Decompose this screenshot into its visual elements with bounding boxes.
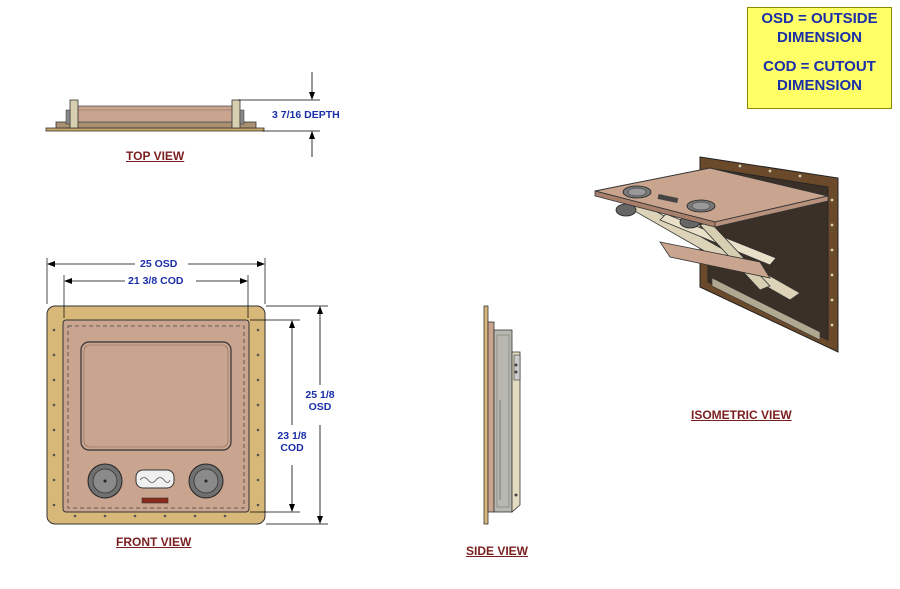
width-cod-dimension: 21 3/8 COD [128,275,184,287]
width-osd-dimension: 25 OSD [140,258,178,270]
legend-box: OSD = OUTSIDE DIMENSION COD = CUTOUT DIM… [747,7,892,109]
legend-osd-line1: OSD = OUTSIDE [761,10,878,27]
legend-cod-line1: COD = CUTOUT [763,58,876,75]
front-view-drawing [46,258,328,525]
legend-osd-line2: DIMENSION [776,29,862,46]
isometric-view-drawing [594,156,839,353]
front-view-label: FRONT VIEW [116,535,192,549]
legend-cod-line2: DIMENSION [776,77,862,94]
side-view-label: SIDE VIEW [466,544,529,558]
height-cod-value: 23 1/8 [277,430,307,442]
top-view-drawing [45,72,320,157]
height-osd-value: 25 1/8 [305,389,335,401]
height-cod-unit: COD [280,442,304,454]
height-cod-dimension: 23 1/8 COD [274,430,310,454]
top-view-label: TOP VIEW [126,149,185,163]
isometric-view-label: ISOMETRIC VIEW [691,408,792,422]
height-osd-dimension: 25 1/8 OSD [302,389,338,413]
height-osd-unit: OSD [308,401,332,413]
depth-dimension: 3 7/16 DEPTH [272,109,340,121]
side-view-drawing [483,305,521,525]
